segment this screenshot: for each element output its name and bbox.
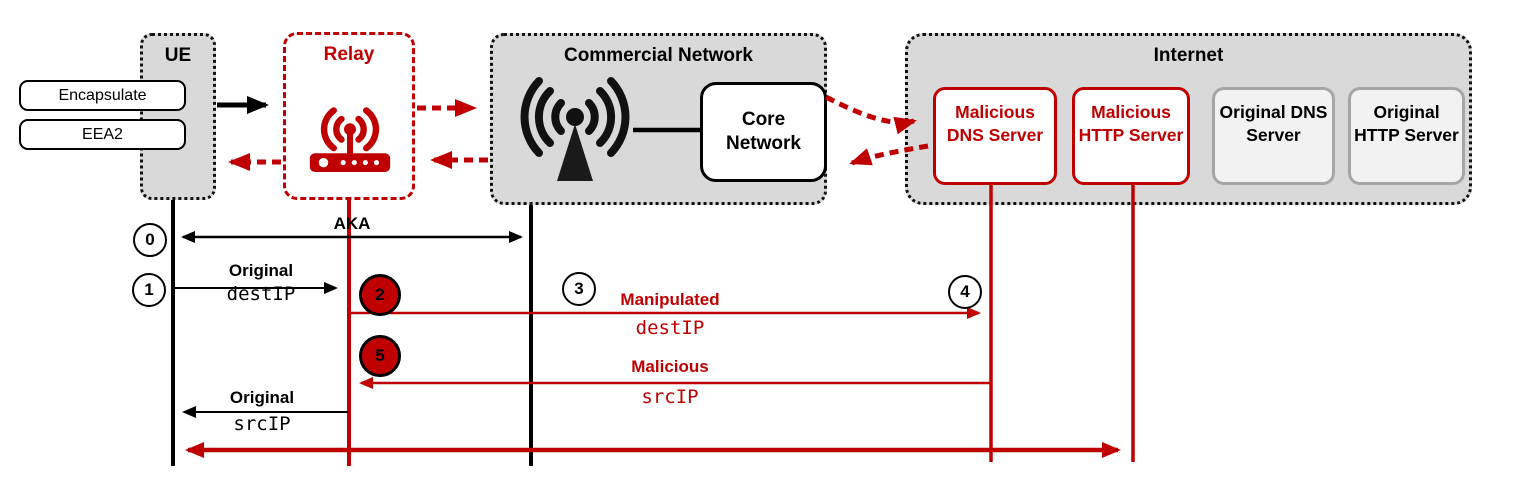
core-network-node: Core Network xyxy=(700,82,827,182)
commercial-network-title: Commercial Network xyxy=(563,45,753,66)
aka-label: AKA xyxy=(333,214,371,233)
malicious-srcip-code: srcIP xyxy=(641,386,699,408)
step-marker-1: 1 xyxy=(132,273,166,307)
wifi-router-icon xyxy=(303,83,397,179)
relay-title: Relay xyxy=(323,44,375,65)
cell-tower-icon xyxy=(500,68,650,188)
original-destip-code: destIP xyxy=(226,283,296,305)
original-dns-server: Original DNS Server xyxy=(1212,87,1335,185)
arrow-core-to-malicious-dns xyxy=(824,94,917,135)
internet-title: Internet xyxy=(1153,45,1224,66)
malicious-http-server: Malicious HTTP Server xyxy=(1072,87,1190,185)
malicious-dns-server: Malicious DNS Server xyxy=(933,87,1057,185)
encapsulate-label: Encapsulate xyxy=(58,86,147,104)
step-marker-4: 4 xyxy=(948,275,982,309)
ue-node: UE xyxy=(140,33,216,200)
manipulated-destip-code: destIP xyxy=(635,317,705,339)
encapsulate-tag: Encapsulate xyxy=(19,80,186,111)
original-destip-label: Original xyxy=(228,261,294,280)
original-srcip-label: Original xyxy=(229,388,295,407)
manipulated-destip-label: Manipulated xyxy=(620,290,720,309)
core-network-title: Core Network xyxy=(726,109,801,154)
original-srcip-code: srcIP xyxy=(233,413,291,435)
eea2-tag: EEA2 xyxy=(19,119,186,150)
eea2-label: EEA2 xyxy=(82,125,123,143)
step-marker-2: 2 xyxy=(359,274,401,316)
malicious-srcip-label: Malicious xyxy=(631,357,709,376)
step-marker-0: 0 xyxy=(133,223,167,257)
step-marker-3: 3 xyxy=(562,272,596,306)
ue-title: UE xyxy=(164,45,192,66)
original-http-server: Original HTTP Server xyxy=(1348,87,1465,185)
step-marker-5: 5 xyxy=(359,335,401,377)
